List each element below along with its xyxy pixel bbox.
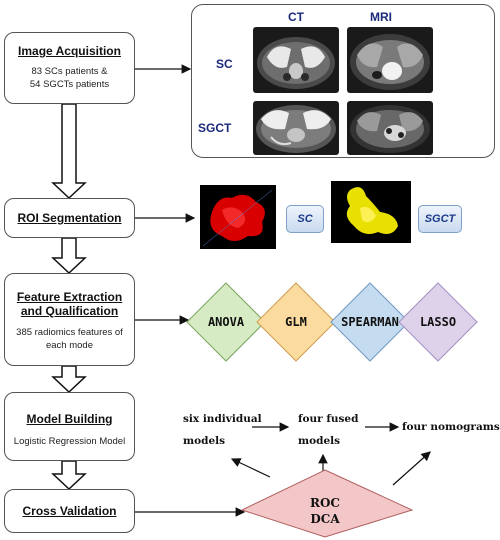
lasso-label: LASSO xyxy=(419,315,457,329)
acquisition-line-2: 54 SGCTs patients xyxy=(29,79,110,90)
sgct-row-label: SGCT xyxy=(198,121,232,135)
acquisition-line-1: 83 SCs patients & xyxy=(31,66,108,77)
sc-row-label: SC xyxy=(216,57,233,71)
hollow-arrow-2 xyxy=(51,237,87,275)
lasso-diamond xyxy=(398,282,478,362)
image-acquisition-box: Image Acquisition 83 SCs patients & 54 S… xyxy=(4,32,135,104)
imaging-panel xyxy=(191,4,495,158)
roc-dca-diamond xyxy=(240,469,414,538)
model-building-box: Model Building Logistic Regression Model xyxy=(4,392,135,461)
model-building-sub: Logistic Regression Model xyxy=(13,436,126,447)
hollow-arrow-3 xyxy=(51,365,87,394)
cross-validation-box: Cross Validation xyxy=(4,489,135,533)
hollow-arrow-4 xyxy=(51,460,87,491)
feature-sub-line-1: 385 radiomics features of xyxy=(16,327,123,338)
roi-segmentation-title: ROI Segmentation xyxy=(17,211,122,225)
arrow-roc-to-individual xyxy=(230,458,271,478)
sc-segment-label: SC xyxy=(286,205,324,233)
anova-label: ANOVA xyxy=(207,315,245,329)
glm-label: GLM xyxy=(285,315,307,329)
image-acquisition-title: Image Acquisition xyxy=(18,44,121,58)
ct-sc-scan xyxy=(253,27,339,93)
roc-label: ROC xyxy=(310,496,340,510)
fused-models-line-2: models xyxy=(298,435,341,447)
individual-models-line-1: six individual xyxy=(183,413,262,425)
glm-diamond xyxy=(256,282,336,362)
fused-models-line-1: four fused xyxy=(298,413,359,425)
sgct-tumor-render xyxy=(331,181,411,243)
ct-column-label: CT xyxy=(288,10,304,24)
dca-label: DCA xyxy=(310,512,340,526)
feature-sub-line-2: each mode xyxy=(45,340,93,351)
model-building-title: Model Building xyxy=(26,412,113,426)
feature-title-line-2: and Qualification xyxy=(20,304,119,318)
mri-column-label: MRI xyxy=(370,10,392,24)
spearman-label: SPEARMAN xyxy=(341,315,399,329)
individual-models-line-2: models xyxy=(183,435,226,447)
nomograms-label: four nomograms xyxy=(402,421,500,433)
anova-diamond xyxy=(186,282,266,362)
arrow-roc-to-nomograms xyxy=(392,451,431,486)
ct-sgct-scan xyxy=(253,101,339,155)
sc-tumor-render xyxy=(200,185,276,249)
cross-validation-title: Cross Validation xyxy=(22,504,117,518)
hollow-arrow-1 xyxy=(51,103,87,200)
sgct-segment-label: SGCT xyxy=(418,205,462,233)
feature-title-line-1: Feature Extraction xyxy=(16,290,123,304)
spearman-diamond xyxy=(330,282,410,362)
mri-sc-scan xyxy=(347,27,433,93)
mri-sgct-scan xyxy=(347,101,433,155)
roi-segmentation-box: ROI Segmentation xyxy=(4,198,135,238)
feature-extraction-box: Feature Extraction and Qualification 385… xyxy=(4,273,135,366)
